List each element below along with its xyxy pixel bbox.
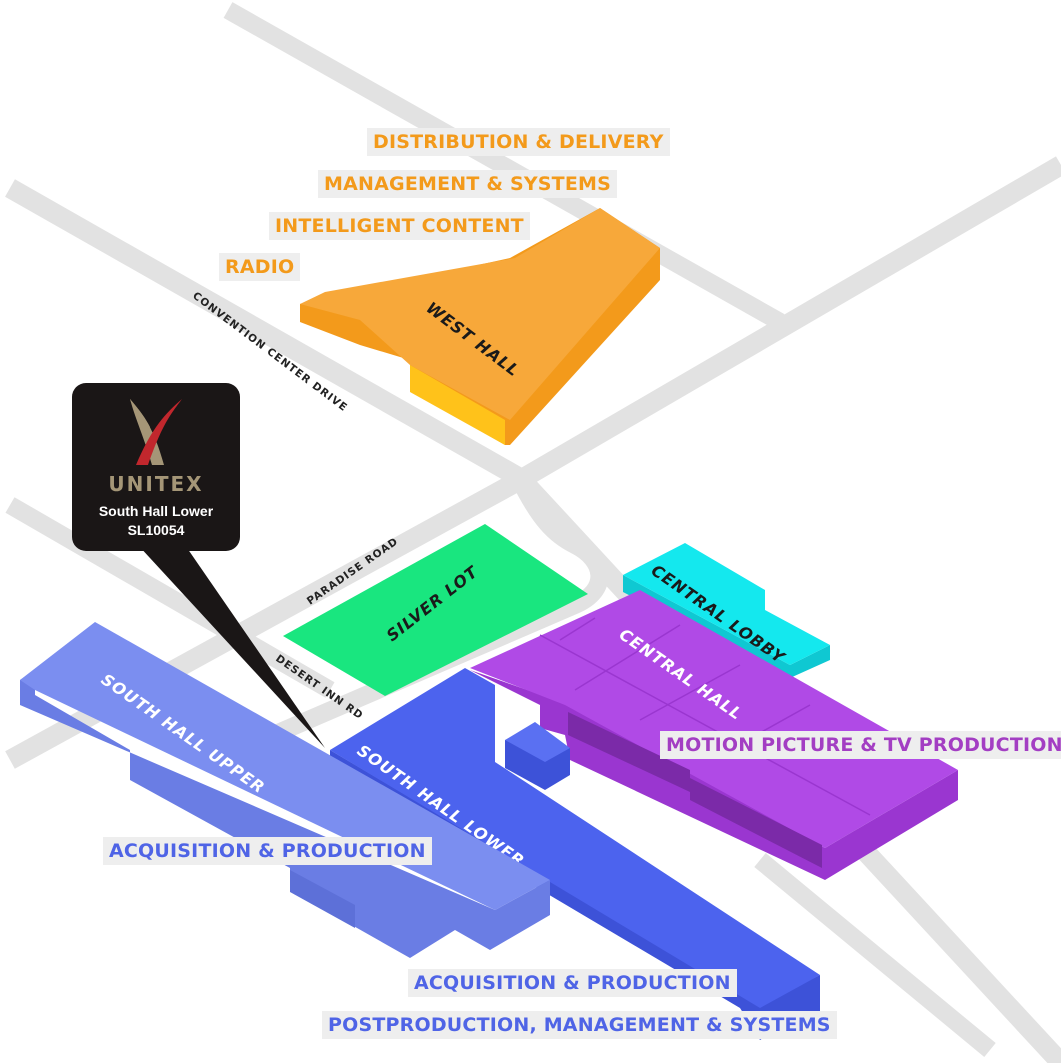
road-main-diagonal: [5, 156, 1061, 769]
road-bottom-right: [754, 853, 996, 1057]
central-hall-seams: [539, 617, 871, 816]
booth-callout[interactable]: UNITEX South Hall Lower SL10054: [72, 383, 240, 551]
central-hall-window-2: [690, 778, 822, 868]
category-management-systems[interactable]: MANAGEMENT & SYSTEMS: [318, 170, 617, 198]
booth-number: SL10054: [127, 522, 185, 538]
road-paradise-curve: [246, 475, 609, 754]
south-hall-lower-annex-top: [505, 722, 570, 762]
south-hall-upper-side: [20, 670, 550, 958]
west-hall-front: [410, 365, 505, 445]
road-left-lower: [5, 497, 335, 698]
building-west-hall[interactable]: WEST HALL: [300, 208, 660, 445]
central-hall-window: [568, 712, 690, 792]
category-radio[interactable]: RADIO: [219, 253, 301, 281]
category-motion-picture-tv[interactable]: MOTION PICTURE & TV PRODUCTION: [660, 731, 1061, 759]
category-acquisition-production-upper[interactable]: ACQUISITION & PRODUCTION: [103, 837, 432, 865]
brand-name: UNITEX: [108, 472, 204, 496]
south-hall-upper-annex: [290, 870, 355, 928]
road-top-diagonal: [223, 2, 785, 330]
category-acquisition-production-lower[interactable]: ACQUISITION & PRODUCTION: [408, 969, 737, 997]
building-central-hall[interactable]: CENTRAL HALL: [470, 590, 958, 880]
booth-hall: South Hall Lower: [98, 503, 214, 519]
category-intelligent-content[interactable]: INTELLIGENT CONTENT: [269, 212, 530, 240]
central-lobby-top: [623, 543, 830, 665]
category-distribution-delivery[interactable]: DISTRIBUTION & DELIVERY: [367, 128, 670, 156]
west-hall-top: [300, 208, 660, 420]
silver-lot-top: [283, 524, 588, 696]
south-hall-lower-top: [330, 668, 820, 1008]
callout-pointer: [138, 545, 325, 748]
unitex-logo-icon: [130, 399, 182, 465]
central-hall-top: [470, 590, 958, 848]
category-postproduction[interactable]: POSTPRODUCTION, MANAGEMENT & SYSTEMS: [322, 1011, 837, 1039]
roads: [5, 2, 1061, 1063]
central-hall-side: [470, 670, 958, 880]
central-lobby-side: [623, 575, 830, 678]
building-silver-lot[interactable]: SILVER LOT: [283, 524, 588, 696]
